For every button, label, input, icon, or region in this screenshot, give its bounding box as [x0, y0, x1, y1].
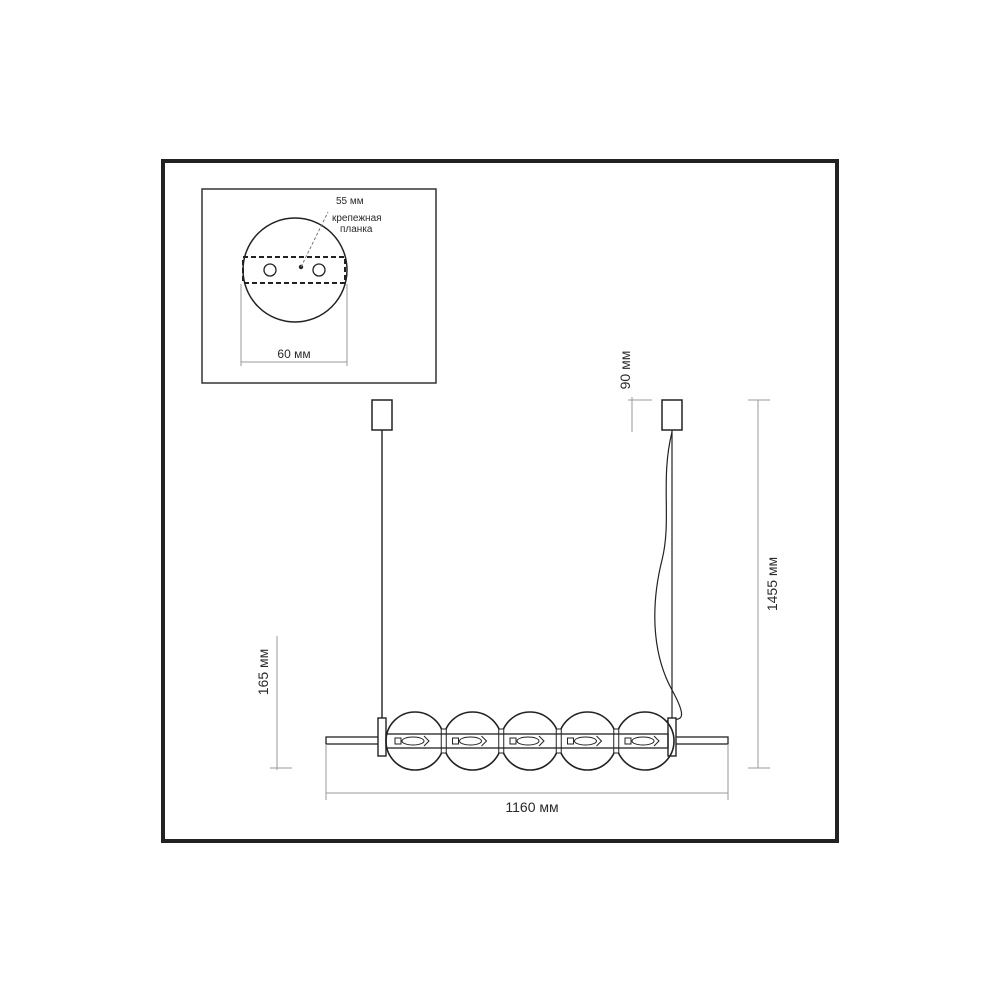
label-90mm: 90 мм — [617, 351, 633, 390]
glass-shades — [385, 711, 675, 771]
shade-joint — [613, 728, 620, 754]
inset-box — [201, 188, 437, 384]
label-60mm: 60 мм — [277, 347, 310, 361]
bulb-tip — [481, 735, 488, 747]
canopy-right — [661, 399, 683, 431]
shade-joint — [440, 728, 447, 754]
label-165mm: 165 мм — [255, 649, 271, 696]
screw-hole-right — [312, 263, 326, 277]
canopy-left — [371, 399, 393, 431]
bulb-tip — [653, 735, 660, 747]
end-bracket-left — [377, 717, 387, 757]
power-wire — [654, 431, 683, 723]
label-bracket-line2: планка — [340, 224, 373, 235]
mounting-bracket — [242, 256, 346, 284]
bulb-tip — [423, 735, 430, 747]
bulb-socket — [509, 737, 517, 745]
bulb — [459, 736, 482, 746]
shade-joint — [555, 728, 562, 754]
shade-joint — [498, 728, 505, 754]
bulb-tip — [538, 735, 545, 747]
bulb — [516, 736, 540, 746]
bulb-socket — [394, 737, 402, 745]
label-55mm: 55 мм — [336, 196, 364, 207]
bulb — [401, 736, 425, 746]
rod-left — [325, 736, 383, 745]
canopy-inset: 55 мм крепежная планка 60 мм — [201, 188, 437, 384]
outer-frame — [161, 159, 839, 843]
lamp-body — [385, 733, 669, 749]
bulb — [631, 736, 655, 746]
bulb-socket — [567, 737, 574, 745]
label-1160mm: 1160 мм — [505, 799, 558, 815]
bulb-socket — [624, 737, 632, 745]
screw-hole-left — [263, 263, 277, 277]
bulb — [574, 736, 597, 746]
rod-right — [671, 736, 729, 745]
label-1455mm: 1455 мм — [764, 557, 780, 611]
bracket-leader-line — [300, 211, 329, 268]
bulb-socket — [452, 737, 459, 745]
label-bracket-line1: крепежная — [332, 213, 382, 224]
bulb-tip — [596, 735, 603, 747]
